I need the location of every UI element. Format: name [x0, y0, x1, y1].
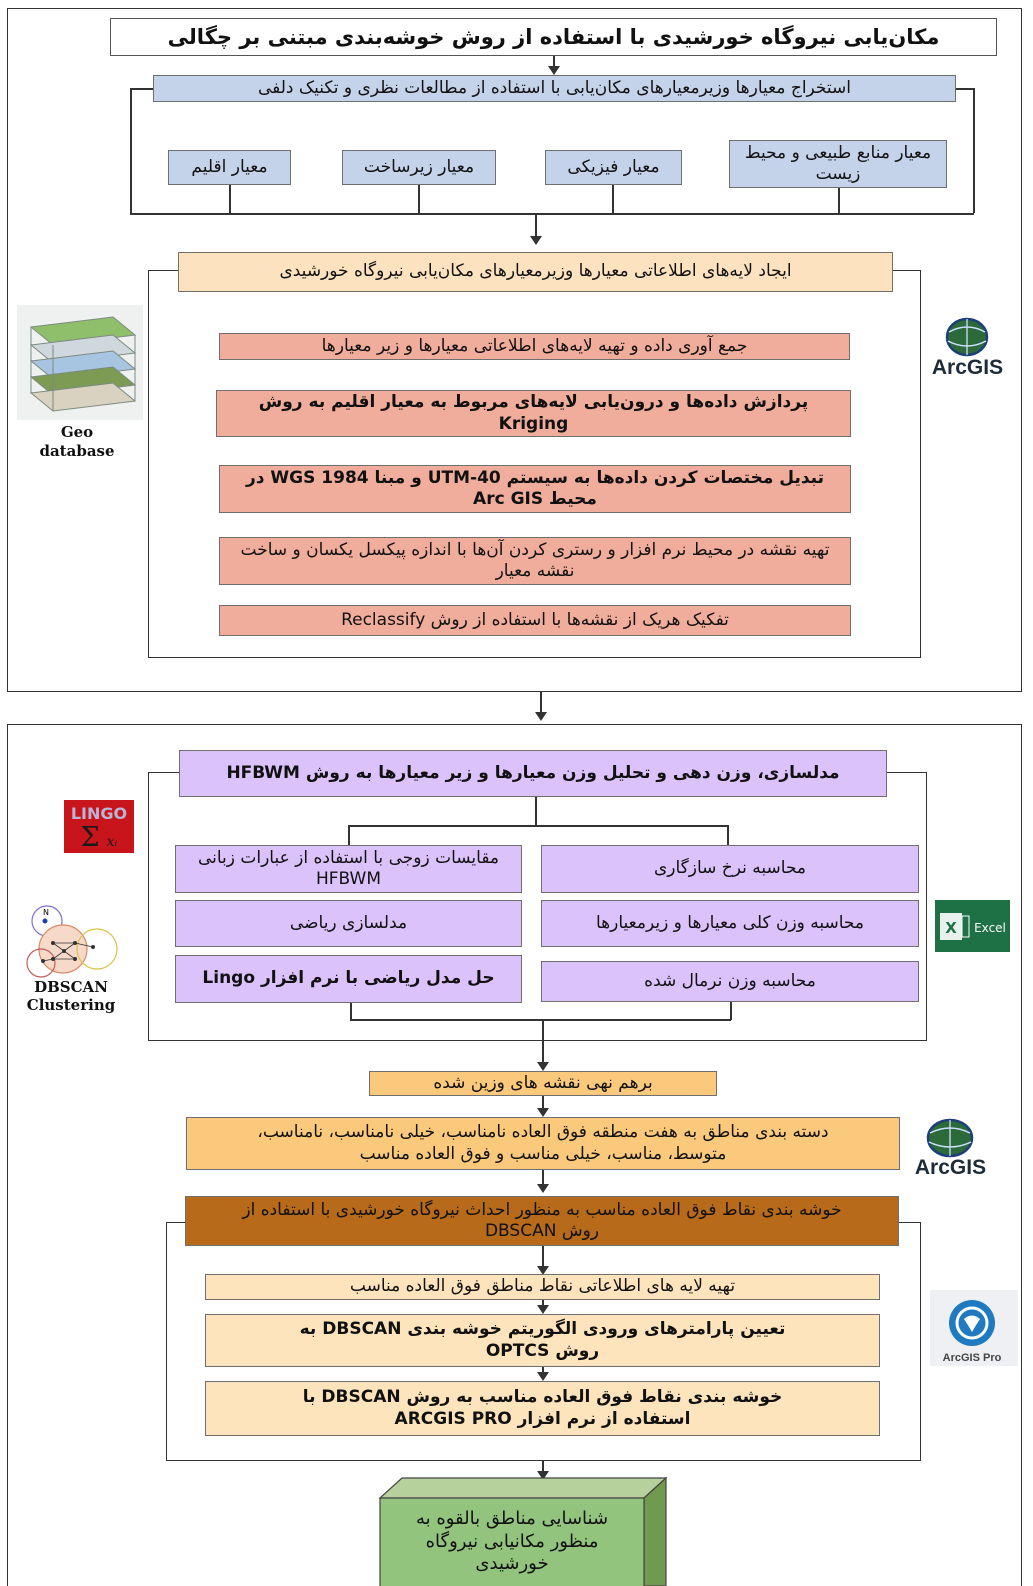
- modeling-box: مدلسازی، وزن دهی و تحلیل وزن معیارها و ز…: [179, 750, 887, 797]
- excel-icon: X Excel: [935, 900, 1010, 952]
- step-rasterize: تهیه نقشه در محیط نرم افزار و رستری کردن…: [219, 537, 851, 585]
- connector: [130, 213, 974, 215]
- arrow-head: [537, 1062, 549, 1071]
- dbscan-cluster-box: خوشه بندی نقاط فوق العاده مناسب به منظور…: [185, 1196, 899, 1246]
- arrow-head: [537, 1108, 549, 1117]
- criterion-environment: معیار منابع طبیعی و محیط زیست: [729, 140, 947, 188]
- stage1-panel: [7, 8, 1022, 692]
- arrow-head: [537, 1305, 549, 1314]
- connector: [542, 1300, 544, 1307]
- arcgis-label-2: ArcGIS: [914, 1156, 987, 1179]
- prepare-layers-box: تهیه لایه های اطلاعاتی نقاط مناطق فوق ال…: [205, 1274, 880, 1300]
- layers-panel: [148, 270, 921, 658]
- criterion-infrastructure: معیار زیرساخت: [342, 150, 496, 185]
- criterion-physical: معیار فیزیکی: [545, 150, 682, 185]
- step-utm-convert: تبدیل مختصات کردن داده‌ها به سیستم UTM-4…: [219, 465, 851, 513]
- connector: [535, 214, 537, 238]
- connector: [130, 88, 153, 90]
- arcgis-globe-icon: [945, 317, 989, 357]
- step-kriging: پردازش داده‌ها و درون‌یابی لایه‌های مربو…: [216, 390, 851, 437]
- arcgis-pro-icon: ArcGIS Pro: [930, 1290, 1018, 1366]
- connector: [956, 88, 974, 90]
- connector: [535, 797, 537, 825]
- svg-text:X: X: [945, 919, 957, 937]
- arrow-head: [537, 1266, 549, 1275]
- connector: [350, 1003, 352, 1020]
- connector: [229, 185, 231, 213]
- arrow-head: [535, 712, 547, 721]
- extract-criteria-box: استخراج معیارها وزیرمعیارهای مکان‌یابی ب…: [153, 75, 956, 102]
- step-reclassify: تفکیک هریک از نقشه‌ها با استفاده از روش …: [219, 605, 851, 636]
- connector: [350, 1019, 731, 1021]
- connector: [973, 88, 975, 213]
- dbscan-run-box: خوشه بندی نقاط فوق العاده مناسب به روش D…: [205, 1381, 880, 1436]
- arrow-head: [530, 236, 542, 245]
- svg-text:Excel: Excel: [974, 921, 1006, 935]
- connector: [418, 185, 420, 213]
- dbscan-params-box: تعیین پارامترهای ورودی الگوریتم خوشه بند…: [205, 1314, 880, 1367]
- geodatabase-icon: [17, 305, 143, 420]
- connector: [542, 1461, 544, 1474]
- geodatabase-label: Geo database: [39, 423, 115, 460]
- svg-text:xᵢ: xᵢ: [107, 834, 118, 850]
- overall-weight-box: محاسبه وزن کلی معیارها و زیرمعیارها: [541, 900, 919, 947]
- stage2-panel: [7, 724, 1022, 1586]
- connector: [838, 188, 840, 213]
- lingo-icon: LINGO Σ xᵢ: [64, 800, 134, 853]
- connector: [542, 1367, 544, 1374]
- arrow-head: [537, 1184, 549, 1193]
- connector: [542, 1246, 544, 1268]
- dbscan-icon: N: [26, 905, 118, 978]
- math-modeling-box: مدلسازی ریاضی: [175, 900, 522, 947]
- overlay-box: برهم نهی نقشه های وزین شده: [369, 1071, 717, 1096]
- connector: [348, 825, 350, 845]
- result-cube: [378, 1476, 668, 1586]
- criterion-climate: معیار اقلیم: [168, 150, 291, 185]
- create-layers-box: ایجاد لایه‌های اطلاعاتی معیارها وزیرمعیا…: [178, 252, 893, 292]
- consistency-ratio-box: محاسبه نرخ سازگاری: [541, 845, 919, 893]
- svg-text:N: N: [43, 908, 49, 917]
- connector: [540, 692, 542, 713]
- step-collect-data: جمع آوری داده و تهیه لایه‌های اطلاعاتی م…: [219, 333, 850, 360]
- pairwise-comparisons-box: مقایسات زوجی با استفاده از عبارات زبانی …: [175, 845, 522, 893]
- normalized-weight-box: محاسبه وزن نرمال شده: [541, 961, 919, 1002]
- classify-zones-box: دسته بندی مناطق به هفت منطقه فوق العاده …: [186, 1117, 900, 1170]
- arrow-head: [537, 1471, 549, 1480]
- result-box: شناسایی مناطق بالقوه به منظور مکانیابی ن…: [415, 1508, 609, 1575]
- connector: [542, 1096, 544, 1110]
- connector: [730, 1002, 732, 1020]
- dbscan-label: DBSCAN Clustering: [26, 978, 116, 1014]
- arrow-head: [537, 1372, 549, 1381]
- arcgis-label: ArcGIS: [931, 356, 1004, 379]
- svg-text:LINGO: LINGO: [71, 804, 127, 823]
- lingo-solve-box: حل مدل ریاضی با نرم افزار Lingo: [175, 955, 522, 1003]
- svg-text:Σ: Σ: [80, 822, 99, 853]
- connector: [553, 56, 555, 68]
- connector: [542, 1020, 544, 1066]
- arrow-head: [548, 66, 560, 75]
- svg-text:ArcGIS Pro: ArcGIS Pro: [943, 1352, 1002, 1364]
- connector: [130, 88, 132, 213]
- diagram-title: مکان‌یابی نیروگاه خورشیدی با استفاده از …: [110, 18, 997, 56]
- connector: [727, 825, 729, 845]
- connector: [542, 1170, 544, 1186]
- connector: [612, 185, 614, 213]
- connector: [348, 825, 728, 827]
- arcgis-globe-icon-2: [926, 1118, 974, 1158]
